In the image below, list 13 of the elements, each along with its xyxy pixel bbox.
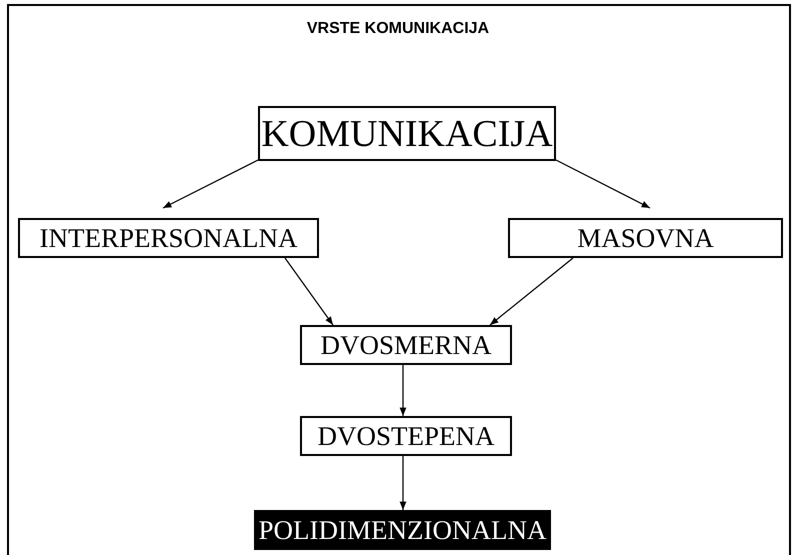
highlighted-box: POLIDIMENZIONALNA xyxy=(254,510,551,550)
category-box: INTERPERSONALNA xyxy=(18,218,319,258)
arrow xyxy=(490,258,574,326)
arrow xyxy=(284,258,334,326)
arrow xyxy=(556,159,650,209)
title: VRSTE KOMUNIKACIJA xyxy=(306,20,490,38)
arrow xyxy=(400,456,406,510)
category-box: KOMUNIKACIJA xyxy=(258,106,556,161)
arrow xyxy=(400,365,406,416)
arrow xyxy=(162,159,258,209)
category-box: MASOVNA xyxy=(508,218,783,258)
category-box: DVOSMERNA xyxy=(300,325,512,365)
category-box: DVOSTEPENA xyxy=(300,416,512,456)
